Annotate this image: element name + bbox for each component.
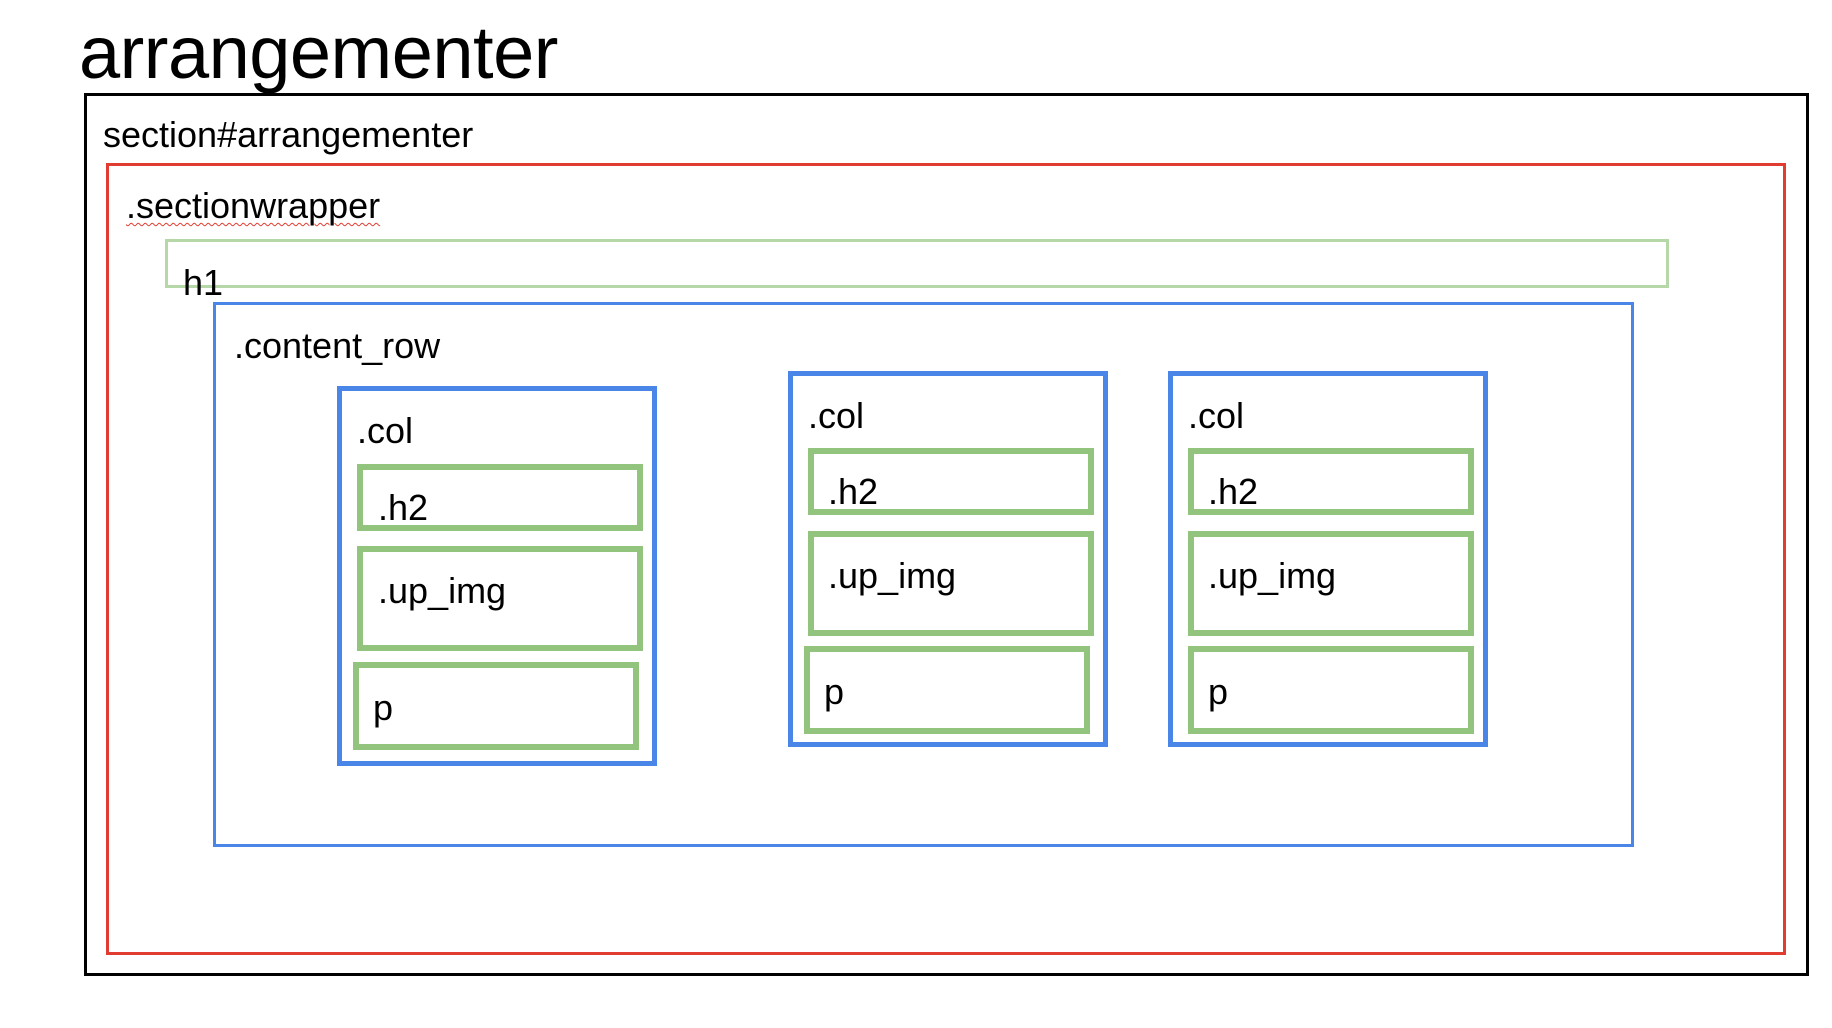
col-1-up-img-label: .up_img xyxy=(378,570,507,611)
content-row-box xyxy=(213,302,1634,847)
col-3-up-img-box xyxy=(1188,531,1474,636)
h1-box xyxy=(165,239,1669,288)
col-3-p-box xyxy=(1188,646,1474,734)
sectionwrapper-label: .sectionwrapper xyxy=(126,185,381,226)
section-arrangementer-label: section#arrangementer xyxy=(103,114,474,155)
col-3-up-img-label: .up_img xyxy=(1208,555,1337,596)
section-arrangementer-box xyxy=(84,93,1809,976)
col-2-up-img-label: .up_img xyxy=(828,555,957,596)
sectionwrapper-box xyxy=(106,163,1786,955)
col-2-h2-label: .h2 xyxy=(828,471,879,512)
col-2-p-label: p xyxy=(824,671,845,712)
col-1-up-img-box xyxy=(357,546,643,651)
col-box-3 xyxy=(1168,371,1488,747)
col-2-h2-box xyxy=(808,448,1094,515)
col-label-1: .col xyxy=(357,410,414,451)
h1-label: h1 xyxy=(183,262,224,303)
col-3-h2-box xyxy=(1188,448,1474,515)
diagram-title: arrangementer xyxy=(79,11,558,94)
col-1-p-box xyxy=(353,662,639,750)
col-box-2 xyxy=(788,371,1108,747)
col-1-h2-label: .h2 xyxy=(378,487,429,528)
col-label-3: .col xyxy=(1188,395,1245,436)
col-3-h2-label: .h2 xyxy=(1208,471,1259,512)
col-2-up-img-box xyxy=(808,531,1094,636)
col-1-p-label: p xyxy=(373,687,394,728)
col-1-h2-box xyxy=(357,464,643,531)
col-2-p-box xyxy=(804,646,1090,734)
col-label-2: .col xyxy=(808,395,865,436)
content-row-label: .content_row xyxy=(234,325,441,366)
col-box-1 xyxy=(337,386,657,766)
col-3-p-label: p xyxy=(1208,671,1229,712)
